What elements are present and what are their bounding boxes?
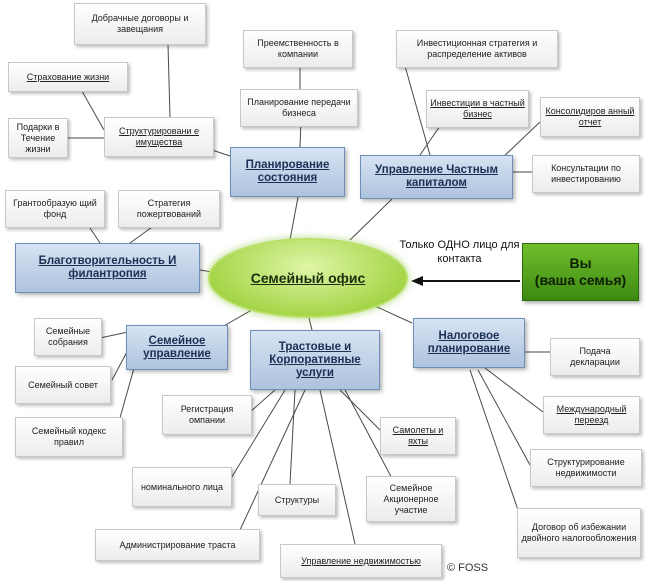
family-office-node: Семейный офис xyxy=(208,238,408,318)
you-label: Вы xyxy=(569,255,592,271)
leaf-prenup-wills: Добрачные договоры и завещания xyxy=(74,3,206,45)
leaf-succession-planning: Планирование передачи бизнеса xyxy=(240,89,358,127)
leaf-family-meetings: Семейные собрания xyxy=(34,318,102,356)
category-tax-planning: Налоговое планирование xyxy=(413,318,525,368)
leaf-company-succession: Преемственность в компании xyxy=(243,30,353,68)
leaf-family-council: Семейный совет xyxy=(15,366,111,404)
leaf-family-code: Семейный кодекс правил xyxy=(15,417,123,457)
leaf-company-registration: Регистрация омпании xyxy=(162,395,252,435)
your-family-label: (ваша семья) xyxy=(534,272,627,288)
you-family-node: Вы (ваша семья) xyxy=(522,243,639,301)
leaf-donation-strategy: Стратегия пожертвований xyxy=(118,190,220,228)
leaf-real-estate-management: Управление недвижимостью xyxy=(280,544,442,578)
leaf-lifetime-gifts: Подарки в Течение жизни xyxy=(8,118,68,158)
leaf-investment-consulting: Консультации по инвестированию xyxy=(532,155,640,193)
leaf-grant-fund: Грантообразую щий фонд xyxy=(5,190,105,228)
leaf-real-estate-structuring: Структурирование недвижимости xyxy=(530,449,642,487)
leaf-investment-strategy: Инвестиционная стратегия и распределение… xyxy=(396,30,558,68)
leaf-trust-administration: Администрирование траста xyxy=(95,529,260,561)
category-trust-services: Трастовые и Корпоративные услуги xyxy=(250,330,380,390)
leaf-double-tax-treaty: Договор об избежании двойного налогообло… xyxy=(517,508,641,558)
leaf-structures: Структуры xyxy=(258,484,336,516)
category-estate-planning: Планирование состояния xyxy=(230,147,345,197)
copyright-text: © FOSS xyxy=(447,562,489,574)
leaf-private-investments: Инвестиции в частный бизнес xyxy=(426,90,529,128)
category-philanthropy: Благотворительность И филантропия xyxy=(15,243,200,293)
leaf-life-insurance: Страхование жизни xyxy=(8,62,128,92)
leaf-nominee: номинального лица xyxy=(132,467,232,507)
leaf-planes-yachts: Самолеты и яхты xyxy=(380,417,456,455)
single-contact-note: Только ОДНО лицо для контакта xyxy=(399,239,520,265)
leaf-family-shareholding: Семейное Акционерное участие xyxy=(366,476,456,522)
leaf-consolidated-report: Консолидиров анный отчет xyxy=(540,97,640,137)
category-wealth-management: Управление Частным капиталом xyxy=(360,155,513,199)
category-family-governance: Семейное управление xyxy=(126,325,228,370)
leaf-international-relocation: Международный переезд xyxy=(543,396,640,434)
leaf-asset-structuring: Структурировани е имущества xyxy=(104,117,214,157)
leaf-tax-returns: Подача декларации xyxy=(550,338,640,376)
